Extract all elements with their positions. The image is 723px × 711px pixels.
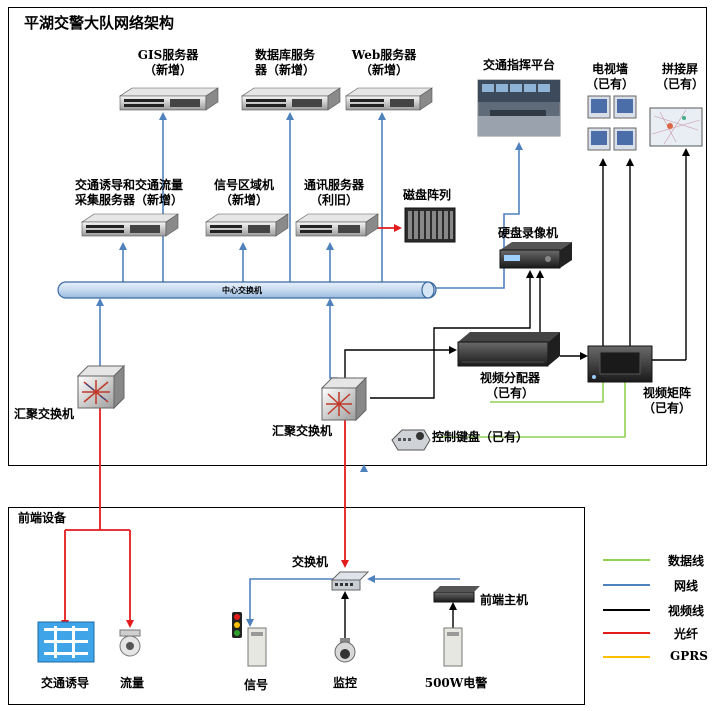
flow-camera-icon (119, 629, 141, 657)
legend-data-line: 数据线 (668, 554, 705, 568)
legend-fiber-line: 光纤 (674, 627, 699, 641)
agg-switch-left-icon (76, 364, 126, 410)
splice-screen-label: 拼接屏（已有） (655, 62, 704, 91)
web-server-label: Web服务器（新增） (351, 48, 417, 77)
traffic-platform-photo (477, 79, 561, 137)
comm-server-label: 通讯服务器（利旧） (303, 178, 364, 207)
guide-server-icon (81, 213, 179, 237)
lower-frame (8, 507, 585, 705)
agg-switch-left-label: 汇聚交换机 (14, 407, 75, 421)
video-splitter-icon (457, 332, 560, 367)
front-host-icon (433, 586, 480, 603)
agg-switch-right-label: 汇聚交换机 (272, 424, 333, 438)
control-keyboard-icon (391, 429, 431, 451)
legend-video-line: 视频线 (668, 604, 705, 618)
monitor-label: 监控 (332, 676, 357, 690)
web-server-icon (345, 87, 433, 111)
traffic-platform-label: 交通指挥平台 (482, 58, 555, 72)
signal-server-icon (205, 213, 289, 237)
disk-array-icon (404, 207, 456, 243)
front-switch-label: 交换机 (292, 555, 329, 569)
core-switch-bus (57, 281, 437, 299)
legend-lines (603, 559, 650, 658)
police-camera-icon (443, 627, 463, 667)
gis-server-icon (119, 87, 219, 111)
front-switch-icon (330, 571, 370, 591)
traffic-guide-label: 交通诱导 (40, 676, 89, 690)
dvr-icon (499, 242, 572, 269)
tv-wall-label: 电视墙（已有） (585, 62, 634, 91)
splice-screen-icon (649, 107, 703, 147)
front-host-label: 前端主机 (480, 593, 529, 607)
signal-server-label: 信号区域机（新增） (213, 178, 274, 207)
legend-net-line: 网线 (674, 579, 699, 593)
monitor-camera-icon (334, 638, 356, 663)
db-server-icon (241, 87, 341, 111)
police-label: 500W电警 (424, 676, 488, 690)
front-devices-title: 前端设备 (18, 511, 67, 525)
legend-gprs-line: GPRS (670, 649, 708, 663)
video-matrix-icon (587, 345, 653, 383)
db-server-label: 数据库服务器（新增） (254, 48, 315, 77)
control-keyboard-label: 控制键盘（已有） (432, 430, 529, 444)
dvr-label: 硬盘录像机 (497, 226, 558, 240)
diagram-title: 平湖交警大队网络架构 (24, 14, 175, 32)
gis-server-label: GIS服务器（新增） (137, 48, 199, 77)
flow-label: 流量 (119, 676, 144, 690)
guide-server-label: 交通诱导和交通流量采集服务器（新增） (74, 178, 183, 207)
video-splitter-label: 视频分配器（已有） (479, 371, 540, 400)
core-switch-label: 中心交换机 (222, 285, 262, 295)
disk-array-label: 磁盘阵列 (402, 188, 451, 202)
traffic-guide-icon (37, 621, 95, 663)
video-matrix-label: 视频矩阵（已有） (642, 386, 691, 415)
signal-label: 信号 (243, 678, 268, 692)
agg-switch-right-icon (320, 376, 368, 422)
tv-wall-icon (587, 95, 637, 151)
signal-icon (232, 612, 267, 667)
comm-server-icon (295, 213, 379, 237)
